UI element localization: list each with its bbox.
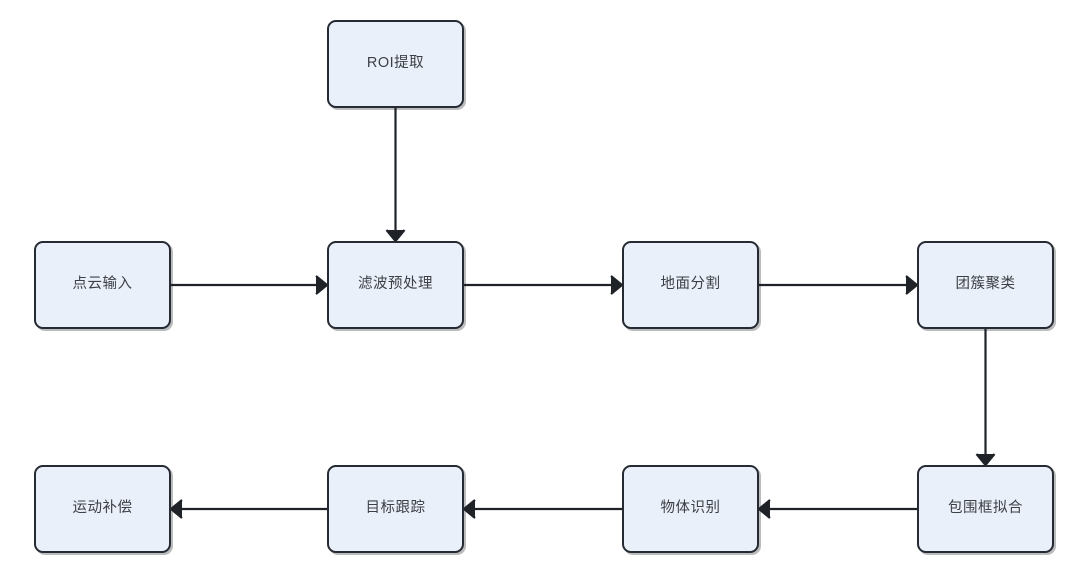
node-input[interactable]: 点云输入 (34, 241, 171, 329)
node-cluster[interactable]: 团簇聚类 (917, 241, 1054, 329)
node-label-bbox: 包围框拟合 (948, 500, 1023, 517)
node-filter[interactable]: 滤波预处理 (327, 241, 464, 329)
node-recognize[interactable]: 物体识别 (622, 465, 759, 553)
node-label-cluster: 团簇聚类 (955, 276, 1016, 293)
edge-input-to-filter (171, 275, 329, 295)
node-label-input: 点云输入 (72, 276, 133, 293)
node-label-recognize: 物体识别 (660, 500, 721, 517)
node-ground[interactable]: 地面分割 (622, 241, 759, 329)
edge-cluster-to-bbox (975, 329, 996, 467)
edge-roi-to-filter (385, 108, 406, 243)
node-motion[interactable]: 运动补偿 (34, 465, 171, 553)
edge-recognize-to-track (462, 499, 622, 519)
node-roi[interactable]: ROI提取 (327, 20, 464, 108)
node-label-filter: 滤波预处理 (358, 276, 433, 293)
edge-track-to-motion (169, 499, 327, 519)
node-label-motion: 运动补偿 (72, 500, 133, 517)
edge-ground-to-cluster (759, 275, 919, 295)
node-label-ground: 地面分割 (660, 276, 721, 293)
edge-bbox-to-recognize (757, 499, 917, 519)
node-label-track: 目标跟踪 (365, 500, 426, 517)
node-label-roi: ROI提取 (366, 55, 425, 72)
node-bbox[interactable]: 包围框拟合 (917, 465, 1054, 553)
edge-filter-to-ground (464, 275, 624, 295)
node-track[interactable]: 目标跟踪 (327, 465, 464, 553)
